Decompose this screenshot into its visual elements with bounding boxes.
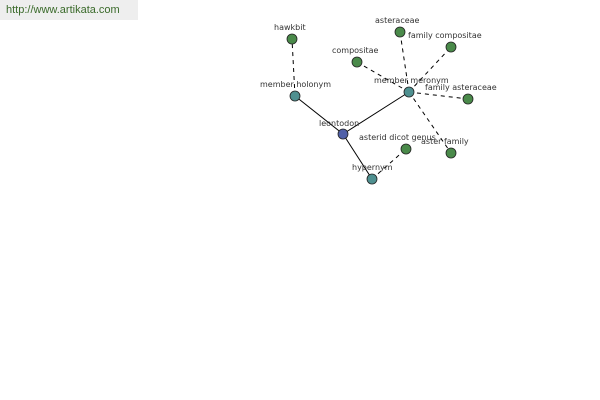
node-asterid-dicot-genus[interactable]: asterid dicot genus: [359, 133, 436, 155]
node-circle-hypernym[interactable]: [366, 173, 378, 185]
edges-layer: [291, 31, 469, 180]
node-circle-family-asteraceae[interactable]: [462, 93, 474, 105]
node-member-meronym[interactable]: member meronym: [374, 76, 449, 98]
node-hypernym[interactable]: hypernym: [352, 163, 393, 185]
node-circle-leontodon[interactable]: [337, 128, 349, 140]
edge-member-meronym-to-compositae: [356, 61, 410, 93]
node-hawkbit[interactable]: hawkbit: [274, 23, 306, 45]
edge-member-meronym-to-family-compositae: [408, 46, 452, 93]
edge-member-holonym-to-hawkbit: [291, 38, 296, 97]
node-label-family-asteraceae: family asteraceae: [425, 83, 497, 92]
node-label-asterid-dicot-genus: asterid dicot genus: [359, 133, 436, 142]
node-label-hypernym: hypernym: [352, 163, 393, 172]
node-label-asteraceae: asteraceae: [375, 16, 420, 25]
node-family-compositae[interactable]: family compositae: [408, 31, 482, 53]
node-label-compositae: compositae: [332, 46, 378, 55]
node-label-hawkbit: hawkbit: [274, 23, 306, 32]
node-label-family-compositae: family compositae: [408, 31, 482, 40]
source-url[interactable]: http://www.artikata.com: [0, 0, 138, 20]
node-circle-asterid-dicot-genus[interactable]: [400, 143, 412, 155]
node-circle-family-compositae[interactable]: [445, 41, 457, 53]
edge-member-meronym-to-asteraceae: [399, 31, 410, 93]
node-asteraceae[interactable]: asteraceae: [375, 16, 420, 38]
edge-leontodon-to-member-holonym: [294, 95, 344, 135]
node-family-asteraceae[interactable]: family asteraceae: [425, 83, 497, 105]
node-circle-aster-family[interactable]: [445, 147, 457, 159]
node-member-holonym[interactable]: member holonym: [260, 80, 331, 102]
node-circle-member-holonym[interactable]: [289, 90, 301, 102]
node-circle-hawkbit[interactable]: [286, 33, 298, 45]
node-circle-member-meronym[interactable]: [403, 86, 415, 98]
node-compositae[interactable]: compositae: [332, 46, 378, 68]
node-label-leontodon: leontodon: [319, 119, 359, 128]
edge-leontodon-to-member-meronym: [342, 91, 410, 135]
node-label-aster-family: aster family: [421, 137, 469, 146]
node-leontodon[interactable]: leontodon: [319, 119, 359, 140]
nodes-layer: leontodon member holonym member meronym hyp…: [260, 16, 497, 185]
edge-leontodon-to-hypernym: [342, 133, 373, 180]
node-label-member-holonym: member holonym: [260, 80, 331, 89]
edge-member-meronym-to-family-asteraceae: [408, 91, 469, 100]
node-circle-compositae[interactable]: [351, 56, 363, 68]
node-circle-asteraceae[interactable]: [394, 26, 406, 38]
node-aster-family[interactable]: aster family: [421, 137, 469, 159]
node-label-member-meronym: member meronym: [374, 76, 449, 85]
